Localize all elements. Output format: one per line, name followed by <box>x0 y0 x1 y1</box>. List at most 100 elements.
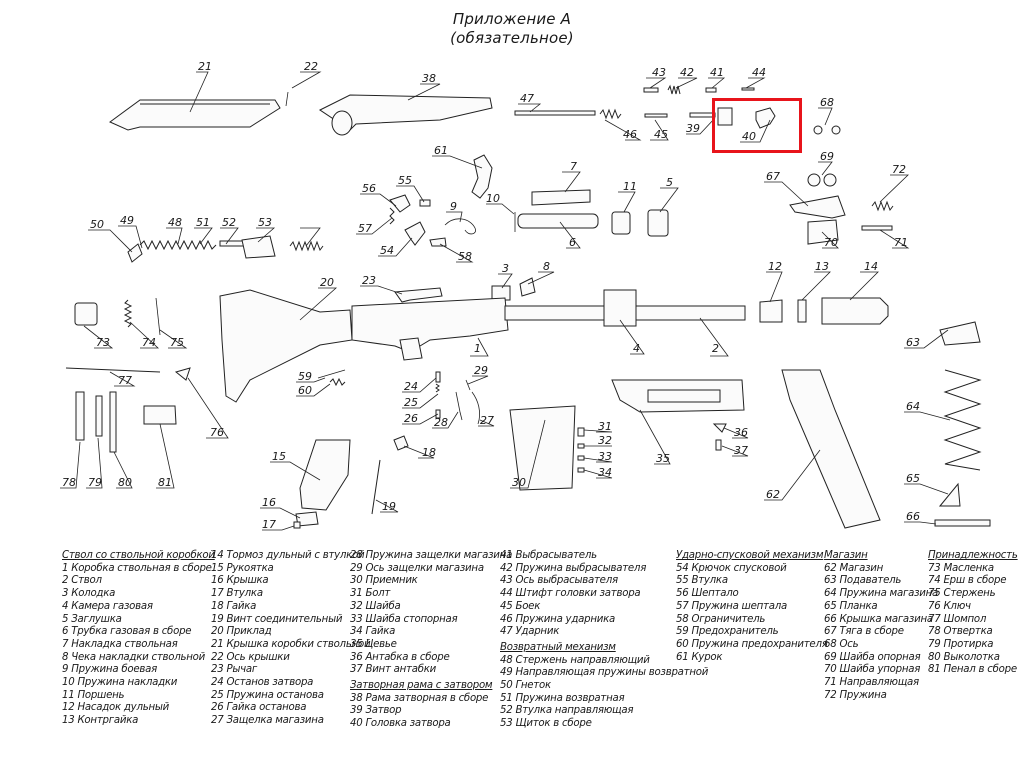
part-21-cover <box>109 99 281 131</box>
callout-57: 57 <box>358 222 372 235</box>
legend-item: 14 Тормоз дульный с втулкой <box>211 550 365 561</box>
legend-item: 21 Крышка коробки ствольной <box>211 638 371 650</box>
callout-58: 58 <box>458 250 472 263</box>
callout-59: 59 <box>298 370 312 383</box>
legend-item: 78 Отвертка <box>928 626 993 638</box>
legend-item: 13 Контргайка <box>62 715 139 727</box>
part-54-trigger <box>404 221 426 246</box>
legend-item: 20 Приклад <box>211 626 272 638</box>
callout-74: 74 <box>142 336 156 349</box>
legend-item: 58 Ограничитель <box>676 613 766 625</box>
callout-16: 16 <box>262 496 276 509</box>
legend-item: 28 Пружина защелки магазина <box>350 550 513 561</box>
legend-item: 11 Поршень <box>62 689 125 701</box>
legend-item: 42 Пружина выбрасывателя <box>500 562 647 574</box>
callout-70: 70 <box>824 236 838 249</box>
legend-item: 71 Направляющая <box>824 677 919 689</box>
callout-26: 26 <box>404 412 418 425</box>
part-53-shield <box>241 235 276 259</box>
legend-item: 27 Защелка магазина <box>211 715 324 727</box>
legend-item: 2 Ствол <box>62 575 102 587</box>
legend-item: 67 Тяга в сборе <box>824 626 904 638</box>
callout-32: 32 <box>598 434 612 447</box>
legend-item: 76 Ключ <box>928 600 971 612</box>
diagram-header: Приложение А (обязательное) <box>0 10 1024 48</box>
appendix-title: Приложение А <box>452 10 572 28</box>
part-62-magazine <box>781 369 881 529</box>
legend-item: 49 Направляющая пружины возвратной <box>500 667 709 679</box>
callout-38: 38 <box>422 72 436 85</box>
callout-55: 55 <box>398 174 412 187</box>
callout-21: 21 <box>198 60 212 73</box>
callout-67: 67 <box>766 170 780 183</box>
callout-60: 60 <box>298 384 312 397</box>
callout-20: 20 <box>320 276 334 289</box>
part-7-handguard <box>531 189 591 206</box>
legend-item: 23 Рычаг <box>211 664 258 676</box>
callout-49: 49 <box>120 214 134 227</box>
callout-40: 40 <box>742 130 756 143</box>
callout-41: 41 <box>710 66 724 79</box>
callout-13: 13 <box>815 260 829 273</box>
part-1-receiver <box>351 297 509 353</box>
callout-33: 33 <box>598 450 612 463</box>
legend-item: 77 Шомпол <box>928 613 987 625</box>
callout-5: 5 <box>666 176 673 189</box>
callout-42: 42 <box>680 66 694 79</box>
legend-item: 47 Ударник <box>500 626 560 638</box>
callout-51: 51 <box>196 216 210 229</box>
legend-group-heading: Принадлежность <box>928 550 1018 561</box>
callout-8: 8 <box>543 260 550 273</box>
legend-item: 45 Боек <box>500 600 541 612</box>
legend-item: 9 Пружина боевая <box>62 664 157 676</box>
callout-39: 39 <box>686 122 700 135</box>
callout-71: 71 <box>894 236 908 249</box>
exploded-view-drawing: 1 2 3 4 5 6 7 8 9 10 11 12 13 14 15 16 1… <box>60 60 991 531</box>
callout-3: 3 <box>502 262 509 275</box>
legend-item: 69 Шайба опорная <box>824 651 921 663</box>
legend-item: 24 Останов затвора <box>211 677 314 689</box>
callout-45: 45 <box>654 128 668 141</box>
callout-62: 62 <box>766 488 780 501</box>
callout-19: 19 <box>382 500 396 513</box>
legend-item: 79 Протирка <box>928 638 994 650</box>
callout-36: 36 <box>734 426 748 439</box>
callout-12: 12 <box>768 260 782 273</box>
callout-79: 79 <box>88 476 102 489</box>
legend-item: 50 Гнеток <box>500 680 551 692</box>
legend-item: 36 Антабка в сборе <box>350 651 450 663</box>
callout-14: 14 <box>864 260 878 273</box>
callout-76: 76 <box>210 426 224 439</box>
callout-28: 28 <box>434 416 448 429</box>
callout-75: 75 <box>170 336 184 349</box>
legend-item: 73 Масленка <box>928 562 994 574</box>
legend-item: 60 Пружина предохранителя <box>676 638 828 650</box>
legend-item: 4 Камера газовая <box>62 600 153 612</box>
legend-item: 3 Колодка <box>62 588 116 600</box>
legend-item: 25 Пружина останова <box>211 689 324 701</box>
part-40-bolt-head <box>755 107 776 129</box>
legend-item: 41 Выбрасыватель <box>500 550 597 561</box>
legend-group-heading: Магазин <box>824 550 868 561</box>
legend-item: 75 Стержень <box>928 588 996 600</box>
callout-27: 27 <box>480 414 494 427</box>
legend-item: 19 Винт соединительный <box>211 613 343 625</box>
callout-46: 46 <box>623 128 637 141</box>
legend-item: 51 Пружина возвратная <box>500 692 625 704</box>
callout-6: 6 <box>569 236 576 249</box>
callout-34: 34 <box>598 466 612 479</box>
callout-53: 53 <box>258 216 272 229</box>
callout-56: 56 <box>362 182 376 195</box>
part-6-gas-tube <box>517 213 599 229</box>
part-30-magwell <box>509 405 576 491</box>
legend-item: 52 Втулка направляющая <box>500 705 634 717</box>
legend-item: 22 Ось крышки <box>211 651 290 663</box>
legend-item: 12 Насадок дульный <box>62 702 170 714</box>
callout-81: 81 <box>158 476 172 489</box>
part-81-case <box>143 405 177 425</box>
callout-31: 31 <box>598 420 612 433</box>
callout-23: 23 <box>362 274 376 287</box>
